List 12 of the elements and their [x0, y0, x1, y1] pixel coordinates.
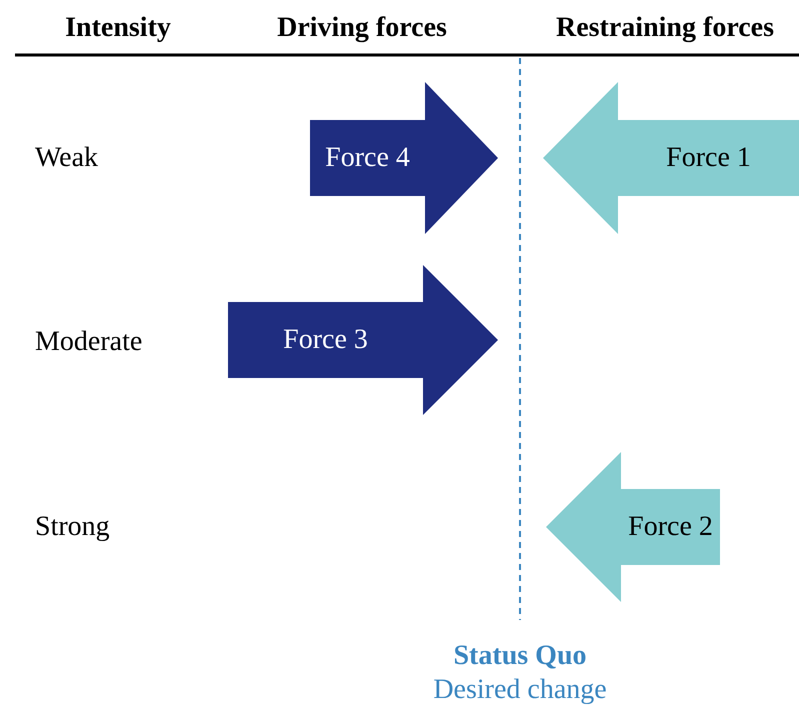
force-label: Force 4 [325, 144, 410, 172]
column-header: Restraining forces [556, 14, 774, 42]
intensity-label: Moderate [35, 328, 142, 356]
intensity-label: Weak [35, 144, 98, 172]
column-header: Driving forces [277, 14, 447, 42]
force-label: Force 2 [628, 513, 713, 541]
intensity-label: Strong [35, 513, 110, 541]
force-label: Force 3 [283, 326, 368, 354]
desired-change-label: Desired change [433, 676, 607, 704]
status-quo-label: Status Quo [453, 642, 587, 670]
column-header: Intensity [65, 14, 171, 42]
force-label: Force 1 [666, 144, 751, 172]
